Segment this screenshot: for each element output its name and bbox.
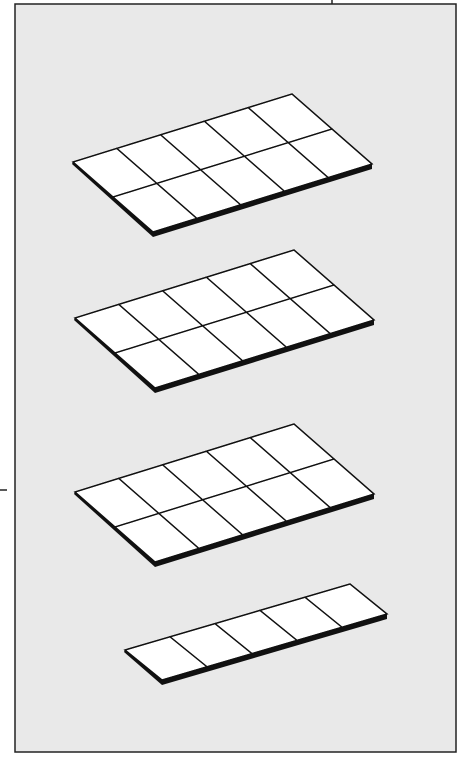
figure-stage [0,0,464,768]
isometric-grid-figure [0,0,464,768]
